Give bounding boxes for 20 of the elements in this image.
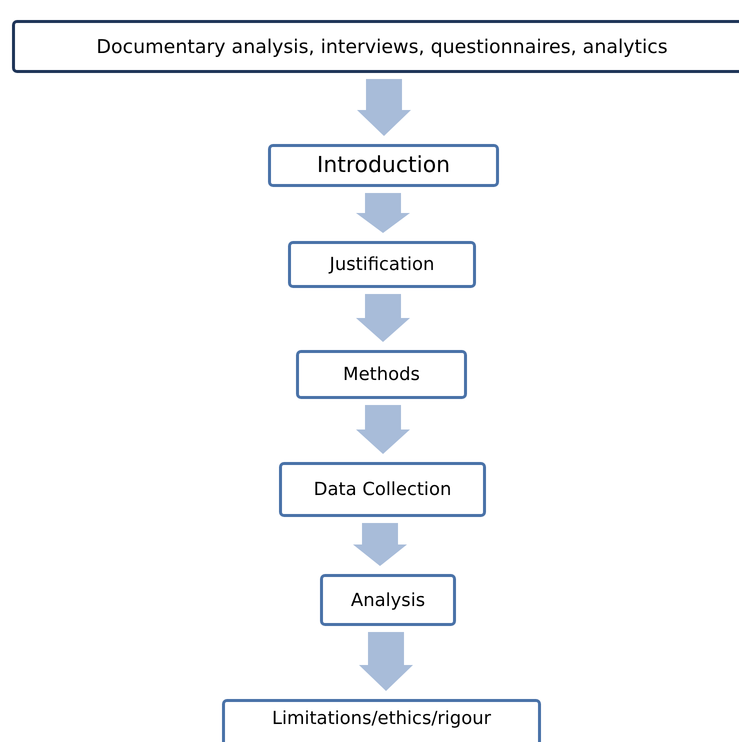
process-box [279,462,486,517]
process-box [320,574,456,626]
process-box [288,241,476,288]
block-arrow [356,193,410,233]
box-label: Limitations/ethics/rigour [272,708,492,729]
process-box [222,699,541,742]
box-label: Documentary analysis, interviews, questionnaires, analytics [96,36,668,58]
box-label: Justification [330,254,434,275]
process-box [268,144,499,187]
block-arrow [356,294,410,342]
source-box [12,20,739,73]
block-arrow [357,79,411,136]
block-arrow [356,405,410,454]
box-label: Methods [343,364,420,385]
box-label: Introduction [316,153,450,178]
block-arrow [359,632,413,691]
process-box [296,350,467,399]
box-label: Data Collection [314,479,452,500]
box-label: Analysis [350,590,426,610]
block-arrow [353,523,407,566]
